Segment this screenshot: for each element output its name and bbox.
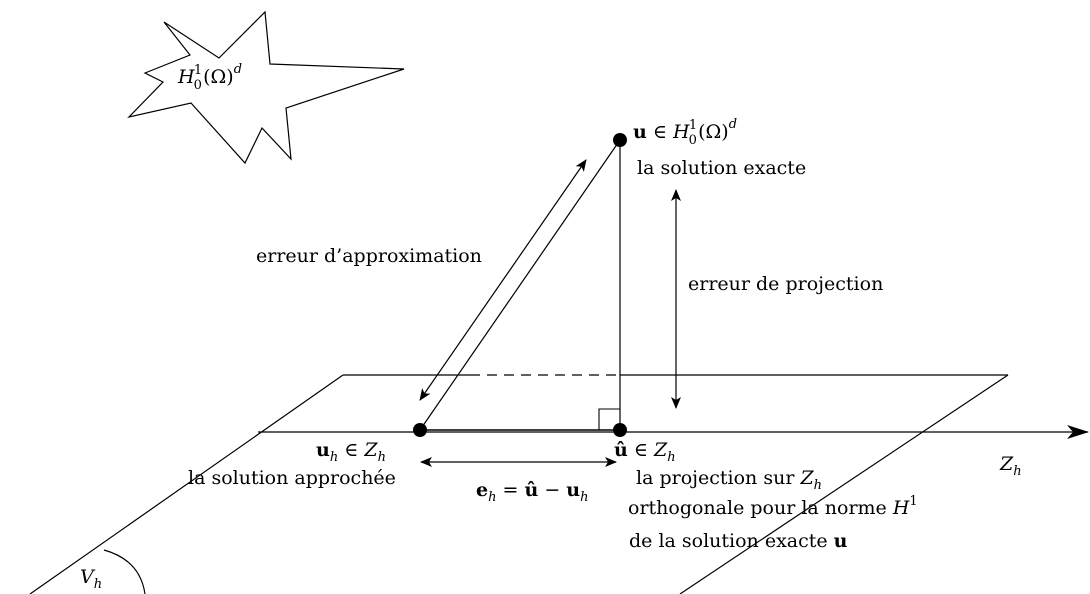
point-uh [413,423,427,437]
uhat-caption-line2: orthogonale pour la norme H1 [628,494,918,519]
uhat-caption-line3: de la solution exacte u [629,530,848,552]
right-angle-marker [598,408,620,430]
point-uhat [613,423,627,437]
approx-error-arrow [419,159,587,401]
approx-error-label: erreur d’approximation [256,245,482,267]
eh-label: eh = û − uh [476,479,589,505]
point-u [613,133,627,147]
vh-angle-label: Vh [80,566,102,592]
uhat-caption-line1: la projection sur Zh [636,467,822,493]
plane-left-edge [29,374,344,594]
uh-point-label: uh ∈ Zh [316,439,386,465]
uhat-point-label: û ∈ Zh [614,439,676,465]
u-point-caption: la solution exacte [637,157,806,179]
plane-right-edge [679,374,1009,594]
angle-arc [103,549,146,594]
space-star-shape [127,10,405,165]
zh-axis-label: Zh [999,453,1022,479]
hypotenuse-u-to-uh [419,139,621,431]
projection-error-label: erreur de projection [688,273,883,295]
u-point-label: u ∈ H01(Ω)d [633,117,737,148]
uh-point-caption: la solution approchée [188,467,396,489]
star-label: H01(Ω)d [177,62,242,93]
